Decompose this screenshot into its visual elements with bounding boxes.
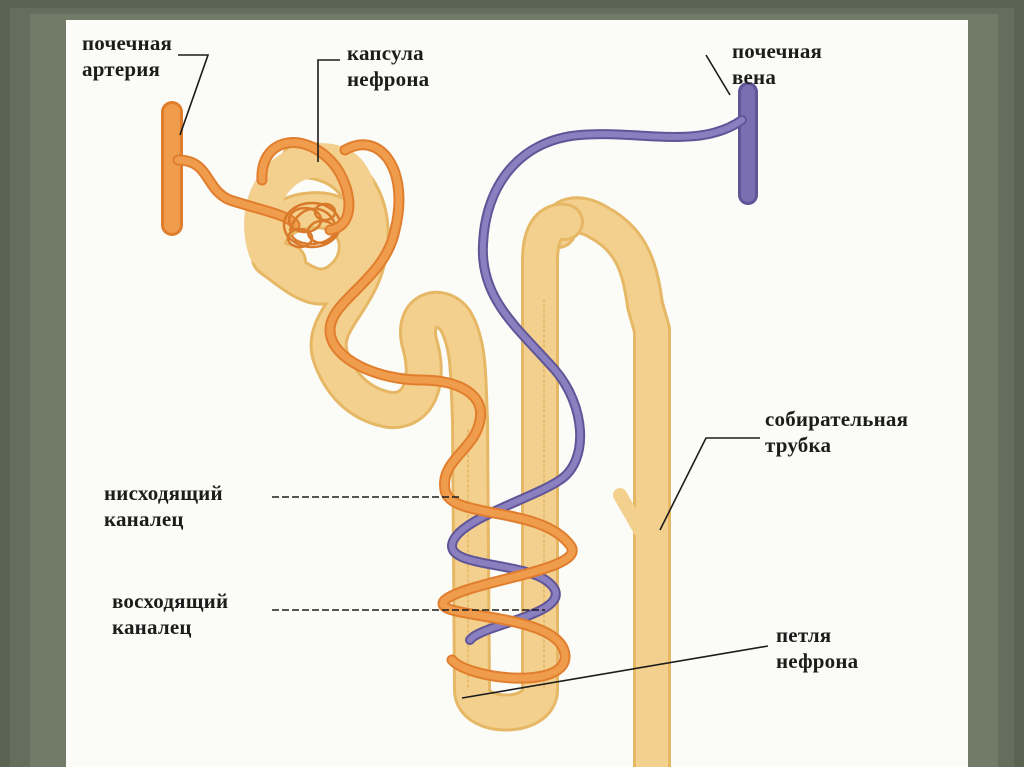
renal-vein-vessel [452, 92, 748, 640]
label-nephron-loop-line1: петля [776, 622, 858, 648]
label-descending-tubule: нисходящий каналец [104, 480, 223, 532]
label-nephron-capsule-line1: капсула [347, 40, 429, 66]
label-renal-artery: почечная артерия [82, 30, 172, 82]
leader-collecting-duct [660, 438, 760, 530]
label-renal-vein: почечная вена [732, 38, 822, 90]
label-nephron-capsule-line2: нефрона [347, 66, 429, 92]
label-collecting-duct-line2: трубка [765, 432, 908, 458]
label-ascending-tubule-line1: восходящий [112, 588, 228, 614]
label-nephron-capsule: капсула нефрона [347, 40, 429, 92]
label-nephron-loop: петля нефрона [776, 622, 858, 674]
label-nephron-loop-line2: нефрона [776, 648, 858, 674]
label-collecting-duct: собирательная трубка [765, 406, 908, 458]
label-renal-vein-line1: почечная [732, 38, 822, 64]
label-ascending-tubule: восходящий каналец [112, 588, 228, 640]
label-renal-vein-line2: вена [732, 64, 822, 90]
label-descending-tubule-line1: нисходящий [104, 480, 223, 506]
label-renal-artery-line2: артерия [82, 56, 172, 82]
leader-renal-vein [706, 55, 730, 95]
label-descending-tubule-line2: каналец [104, 506, 223, 532]
label-ascending-tubule-line2: каналец [112, 614, 228, 640]
leader-nephron-loop [462, 646, 768, 698]
label-collecting-duct-line1: собирательная [765, 406, 908, 432]
label-renal-artery-line1: почечная [82, 30, 172, 56]
